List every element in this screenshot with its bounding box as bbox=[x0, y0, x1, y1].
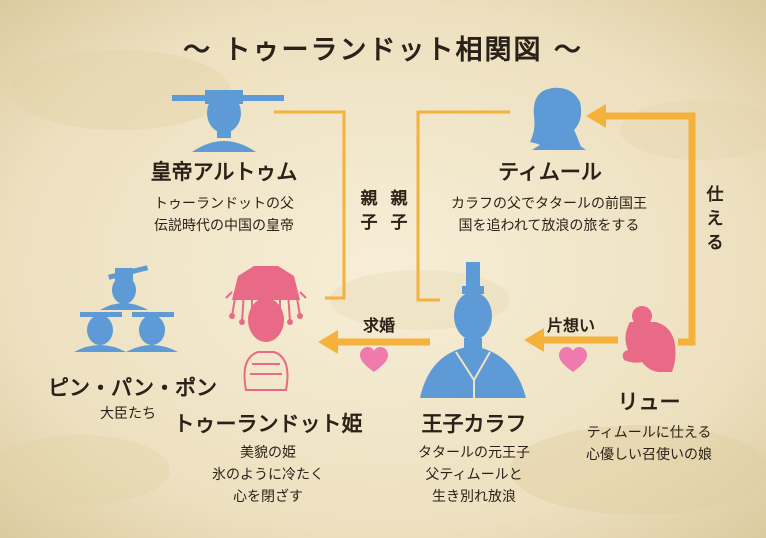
liu-silhouette bbox=[622, 306, 676, 372]
liu-desc-line: ティムールに仕える bbox=[586, 425, 712, 441]
emperor-name: 皇帝アルトゥム bbox=[150, 159, 298, 184]
calaf-desc-line: タタールの元王子 bbox=[418, 445, 530, 461]
serves-label: 仕える bbox=[706, 185, 724, 253]
calaf-desc-line: 生き別れ放浪 bbox=[432, 489, 516, 505]
parent-child-label-left: 親子 bbox=[360, 189, 378, 233]
turandot-desc-line: 美貌の姫 bbox=[240, 445, 296, 461]
calaf-name: 王子カラフ bbox=[421, 411, 527, 436]
proposal-arrow bbox=[318, 330, 430, 354]
liu-name: リュー bbox=[617, 389, 681, 414]
turandot-desc-line: 氷のように冷たく bbox=[212, 467, 324, 483]
heart-icon bbox=[360, 347, 388, 372]
ministers-name: ピン・パン・ポン bbox=[48, 375, 218, 400]
proposal-label: 求婚 bbox=[362, 316, 395, 335]
timur-desc-line: カラフの父でタタールの前国王 bbox=[451, 196, 647, 212]
liu-desc-line: 心優しい召使いの娘 bbox=[586, 447, 712, 463]
emperor-silhouette bbox=[172, 90, 284, 152]
calaf-desc-line: 父ティムールと bbox=[425, 467, 523, 483]
calaf-collar bbox=[455, 351, 491, 398]
parent-child-label-right: 親子 bbox=[390, 189, 408, 233]
turandot-name: トゥーランドット姫 bbox=[173, 411, 363, 436]
emperor-desc-line: トゥーランドットの父 bbox=[154, 196, 294, 212]
ministers-silhouette bbox=[74, 265, 178, 352]
timur-desc-line: 国を追われて放浪の旅をする bbox=[458, 218, 640, 234]
parent-child-line-left bbox=[274, 110, 346, 300]
timur-silhouette bbox=[530, 87, 586, 150]
turandot-desc-line: 心を閉ざす bbox=[233, 489, 303, 505]
ministers-desc-line: 大臣たち bbox=[100, 406, 156, 422]
unrequited-love-arrow bbox=[524, 328, 618, 352]
emperor-desc-line: 伝説時代の中国の皇帝 bbox=[154, 218, 294, 234]
serves-arrow bbox=[586, 104, 696, 346]
calaf-silhouette bbox=[420, 262, 526, 398]
page-title: ～ トゥーランドット相関図 ～ bbox=[183, 35, 583, 66]
unrequited-love-label: 片想い bbox=[546, 316, 595, 335]
heart-icon bbox=[559, 347, 587, 372]
parent-child-line-right bbox=[416, 110, 510, 302]
turandot-silhouette bbox=[225, 266, 307, 391]
timur-name: ティムール bbox=[498, 159, 602, 184]
